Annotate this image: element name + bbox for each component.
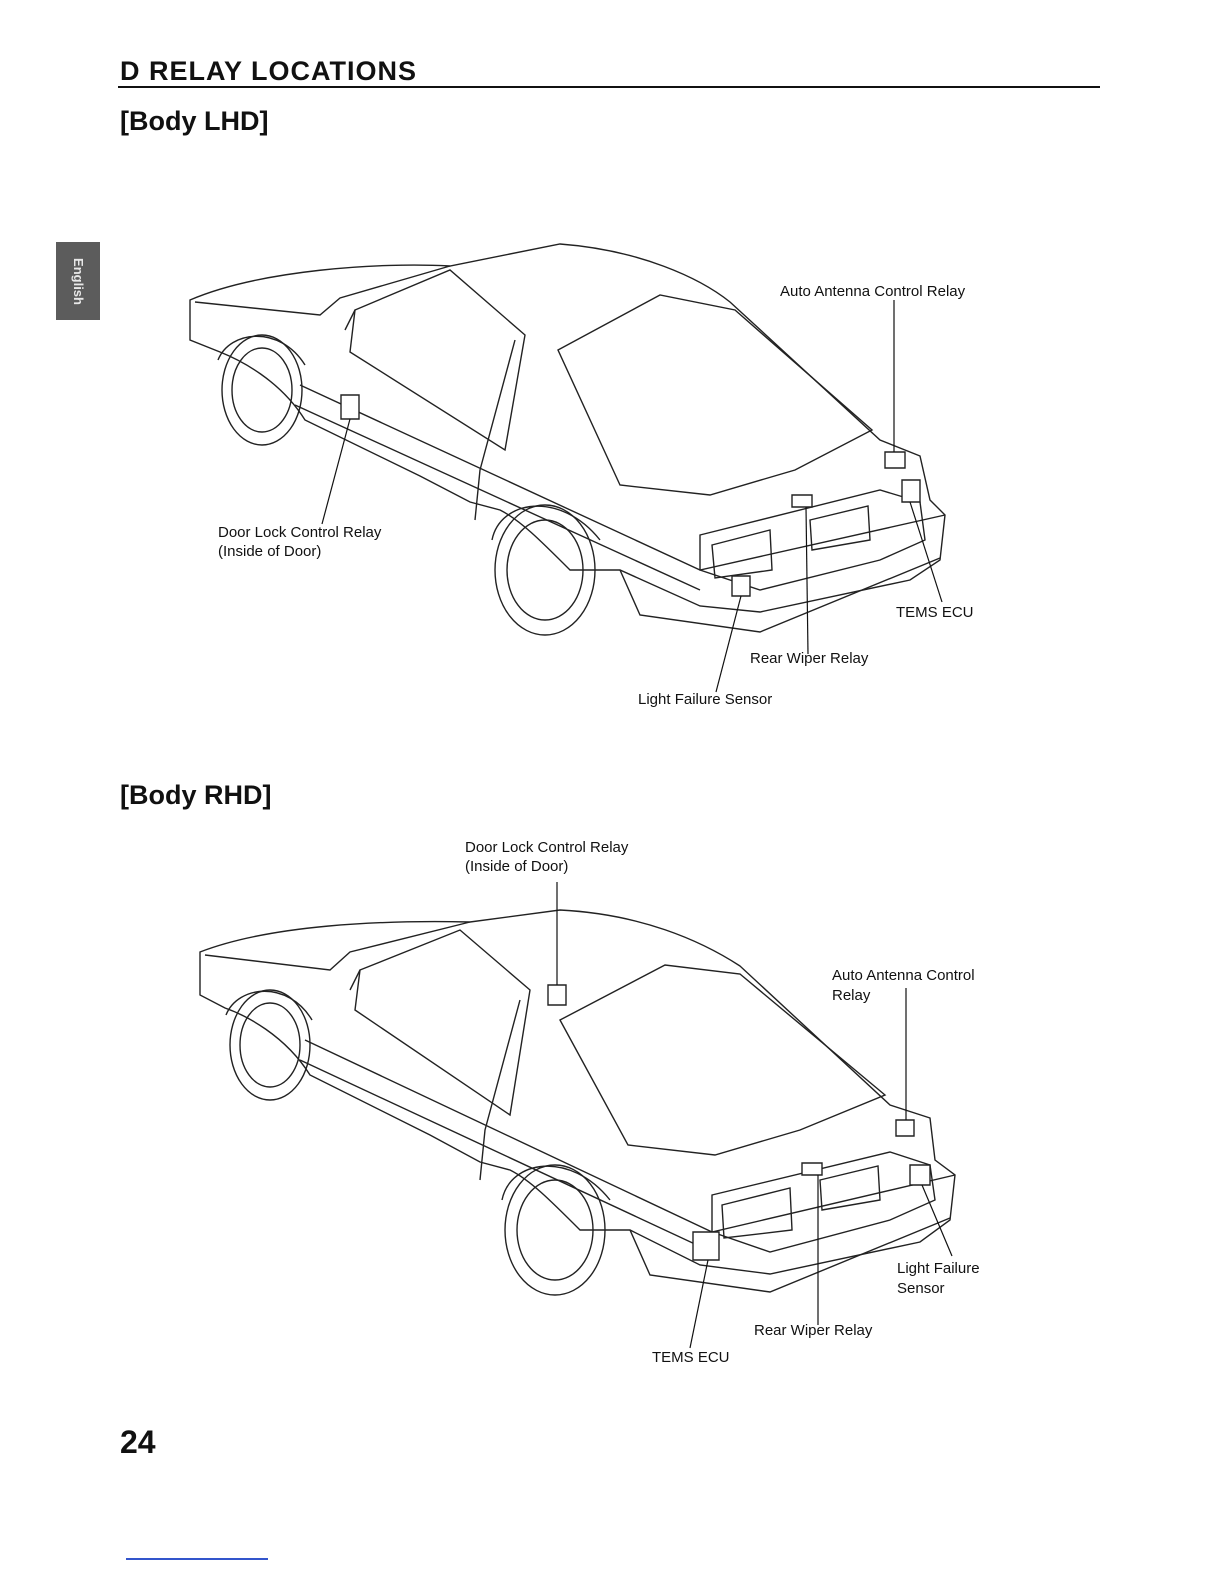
lhd-door-lock-label: Door Lock Control Relay (218, 523, 381, 543)
rhd-light-failure-label: Light Failure (897, 1259, 980, 1279)
lhd-car-diagram (0, 240, 1224, 710)
footer-rule (126, 1558, 268, 1560)
page-number: 24 (120, 1424, 156, 1461)
lhd-auto-antenna-relay-marker (885, 452, 905, 468)
lhd-auto-antenna-label: Auto Antenna Control Relay (780, 282, 965, 302)
rhd-auto-antenna-label: Auto Antenna Control (832, 966, 975, 986)
lhd-tems-ecu-marker (902, 480, 920, 502)
rhd-auto-antenna-sublabel: Relay (832, 986, 870, 1006)
rhd-door-lock-relay-marker (548, 985, 566, 1005)
rhd-auto-antenna-relay-marker (896, 1120, 914, 1136)
lhd-light-failure-label: Light Failure Sensor (638, 690, 772, 710)
lhd-rear-wiper-label: Rear Wiper Relay (750, 649, 868, 669)
rhd-rear-wiper-label: Rear Wiper Relay (754, 1321, 872, 1341)
lhd-light-failure-sensor-marker (732, 576, 750, 596)
rhd-door-lock-label: Door Lock Control Relay (465, 838, 628, 858)
rhd-tems-ecu-marker (693, 1232, 719, 1260)
lhd-tems-ecu-label: TEMS ECU (896, 603, 974, 623)
section-title: D RELAY LOCATIONS (120, 56, 417, 87)
lhd-heading: [Body LHD] (120, 106, 268, 137)
rhd-car-diagram (0, 870, 1224, 1370)
rhd-rear-wiper-relay-marker (802, 1163, 822, 1175)
rhd-light-failure-sublabel: Sensor (897, 1279, 945, 1299)
rhd-light-failure-sensor-marker (910, 1165, 930, 1185)
lhd-door-lock-relay-marker (341, 395, 359, 419)
rhd-leader-lines (557, 882, 952, 1348)
lhd-rear-wiper-relay-marker (792, 495, 812, 507)
rhd-tems-ecu-label: TEMS ECU (652, 1348, 730, 1368)
lhd-leader-lines (322, 300, 942, 692)
header-rule (118, 86, 1100, 88)
lhd-door-lock-sublabel: (Inside of Door) (218, 542, 321, 562)
lhd-car-body (190, 244, 945, 635)
rhd-heading: [Body RHD] (120, 780, 271, 811)
